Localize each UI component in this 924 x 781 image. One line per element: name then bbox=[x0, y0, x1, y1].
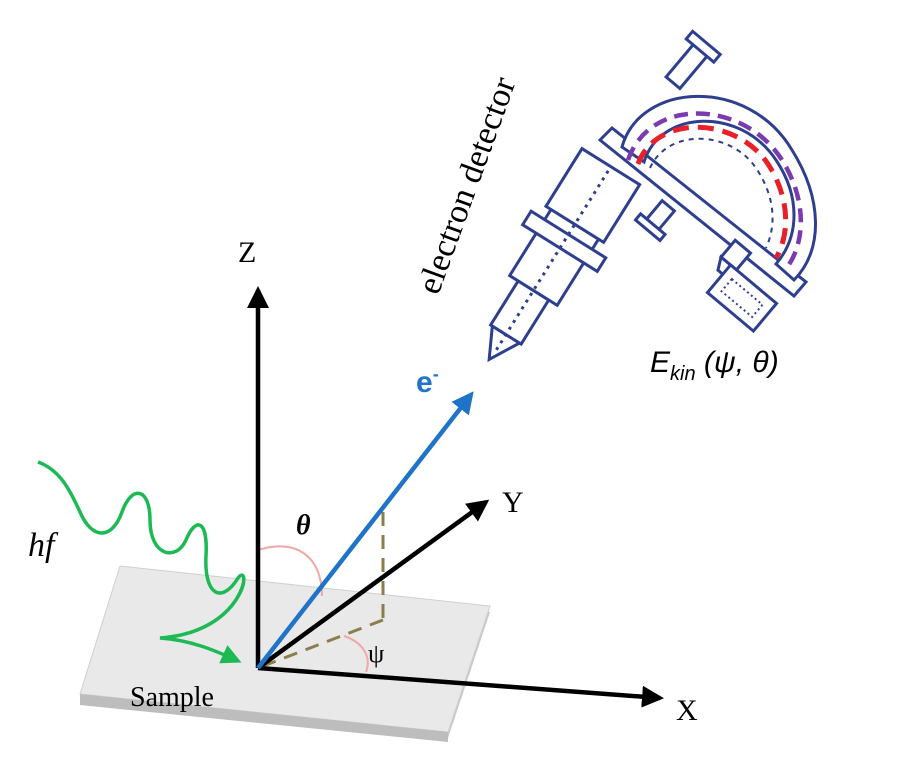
y-axis-label: Y bbox=[502, 486, 524, 519]
electron-vector bbox=[256, 391, 474, 670]
sample-label: Sample bbox=[130, 682, 214, 713]
electron-detector bbox=[487, 29, 817, 363]
photon-label: hf bbox=[28, 527, 59, 564]
y-axis bbox=[256, 499, 490, 670]
ekin-label: Ekin (ψ, θ) bbox=[650, 346, 779, 385]
psi-label: ψ bbox=[368, 639, 384, 668]
x-axis-label: X bbox=[676, 694, 698, 727]
electron-symbol: e bbox=[416, 366, 433, 399]
z-axis-label: Z bbox=[238, 236, 256, 269]
psi-arc bbox=[343, 635, 369, 673]
electron-label: e- bbox=[416, 364, 439, 399]
ekin-arguments: (ψ, θ) bbox=[696, 346, 779, 379]
theta-label: θ bbox=[296, 510, 311, 541]
detector-label: electron detector bbox=[411, 72, 524, 299]
sample-slab bbox=[79, 565, 491, 742]
ekin-symbol: E bbox=[650, 346, 671, 379]
x-axis bbox=[257, 665, 664, 708]
ekin-subscript: kin bbox=[670, 363, 696, 385]
photon-wave bbox=[37, 460, 246, 664]
electron-charge: - bbox=[433, 364, 439, 384]
